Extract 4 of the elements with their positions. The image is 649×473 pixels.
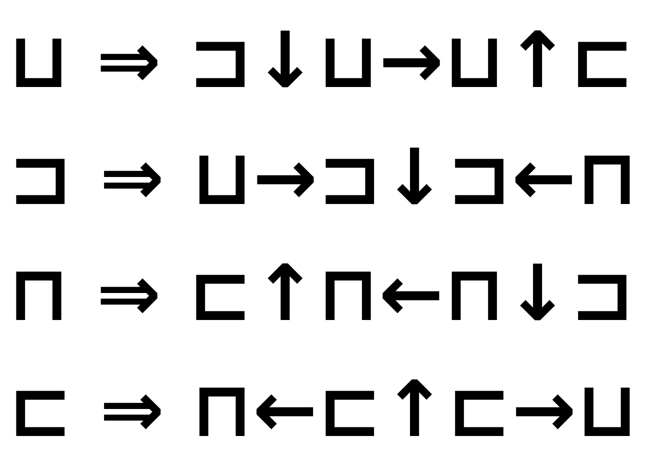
production-rule: ⊏ ⇒ ⊓←⊏↑⊏→⊔	[8, 372, 638, 450]
production-rule: ⊓ ⇒ ⊏↑⊓←⊓↓⊐	[8, 256, 635, 334]
production-rule: ⊔ ⇒ ⊐↓⊔→⊔↑⊏	[8, 23, 635, 101]
production-rule: ⊐ ⇒ ⊔→⊐↓⊐←⊓	[8, 140, 638, 217]
